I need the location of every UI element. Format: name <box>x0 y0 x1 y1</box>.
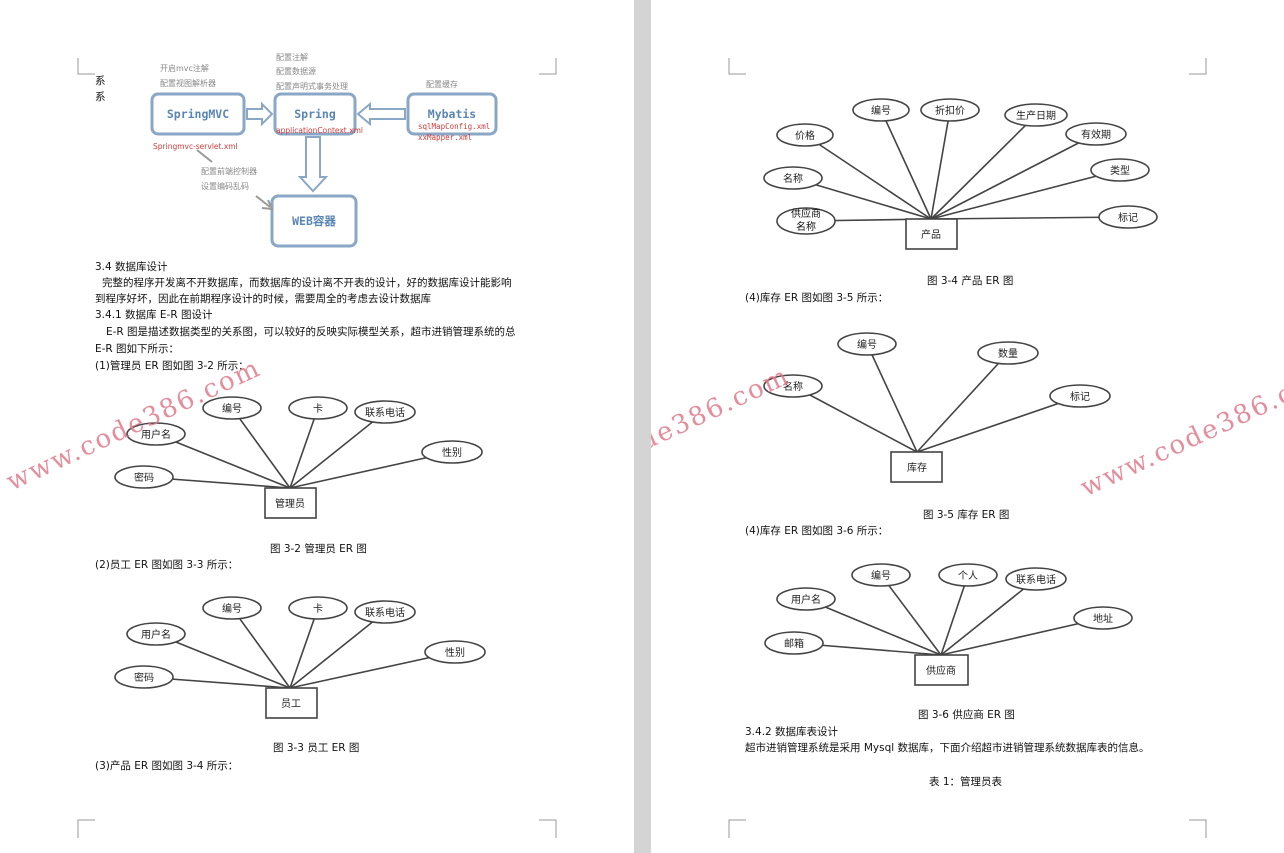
vertical-char: 系 <box>95 75 106 87</box>
attribute-label: 联系电话 <box>1016 573 1056 586</box>
spring-note: 配置数据源 <box>276 66 316 76</box>
web-container-box <box>270 194 358 248</box>
attribute-label: 卡 <box>313 602 323 615</box>
list-item: (3)产品 ER 图如图 3-4 所示： <box>95 760 239 772</box>
paragraph-line: E-R 图如下所示： <box>95 343 180 355</box>
er-diagram-staff: 员工 用户名 编号 卡 联系电话 性别 密码 <box>114 596 486 719</box>
attribute-label: 有效期 <box>1081 128 1111 141</box>
entity-label: 库存 <box>907 461 927 474</box>
paragraph-line: E-R 图是描述数据类型的关系图，可以较好的反映实际模型关系，超市进销管理系统的… <box>106 326 516 338</box>
attribute-label: 编号 <box>871 104 891 117</box>
entity-label: 产品 <box>921 228 941 241</box>
mybatis-box <box>406 92 498 136</box>
spring-title: Spring <box>294 107 336 121</box>
web-note: 配置前端控制器 <box>201 166 257 176</box>
attribute-label: 联系电话 <box>365 606 405 619</box>
attribute-label: 生产日期 <box>1016 109 1056 122</box>
web-title: WEB容器 <box>292 214 336 228</box>
list-item: (2)员工 ER 图如图 3-3 所示： <box>95 559 239 571</box>
er-diagram-supplier: 供应商 编号 个人 用户名 联系电话 地址 邮箱 <box>764 563 1133 686</box>
attribute-label: 编号 <box>222 402 242 415</box>
document-page-right: 产品 价格 编号 折扣价 生产日期 有效期 名称 类型 标记 供应商名称 图 3… <box>651 0 1284 853</box>
list-item: (4)库存 ER 图如图 3-5 所示： <box>745 292 889 304</box>
springmvc-box <box>150 92 246 136</box>
springmvc-title: SpringMVC <box>167 107 229 121</box>
attribute-label: 标记 <box>1070 391 1090 403</box>
attribute-label: 用户名 <box>791 593 821 606</box>
attribute-label: 联系电话 <box>365 406 405 419</box>
entity-label: 管理员 <box>275 497 305 510</box>
attribute-label: 类型 <box>1110 164 1130 177</box>
figure-caption: 图 3-3 员工 ER 图 <box>273 742 360 754</box>
figure-caption: 图 3-4 产品 ER 图 <box>927 275 1014 287</box>
spring-note: 配置声明式事务处理 <box>276 81 348 91</box>
attribute-label: 名称 <box>783 172 803 185</box>
attribute-label: 地址 <box>1093 612 1113 625</box>
arrow-left <box>356 101 406 127</box>
springmvc-file: Springmvc-servlet.xml <box>153 142 238 151</box>
web-note: 设置编码乱码 <box>201 181 249 191</box>
paragraph-line: 到程序好坏，因此在前期程序设计的时候，需要周全的考虑去设计数据库 <box>95 293 431 305</box>
attribute-label: 标记 <box>1118 212 1138 224</box>
architecture-diagram: SpringMVC Spring Mybatis WEB容器 Springmvc… <box>150 52 498 248</box>
attribute-label: 个人 <box>958 570 978 582</box>
figure-caption: 图 3-6 供应商 ER 图 <box>918 709 1015 721</box>
attribute-label: 编号 <box>871 569 891 582</box>
vertical-char: 系 <box>95 91 106 103</box>
mybatis-title: Mybatis <box>428 107 476 121</box>
figure-caption: 图 3-2 管理员 ER 图 <box>270 543 367 555</box>
attribute-label: 名称 <box>783 380 803 393</box>
entity-label: 供应商 <box>926 664 956 677</box>
attribute-label: 编号 <box>857 338 877 351</box>
table-caption: 表 1：管理员表 <box>929 776 1003 788</box>
attribute-label: 性别 <box>442 446 462 459</box>
attribute-label: 密码 <box>134 671 154 684</box>
attribute-label: 邮箱 <box>784 637 804 650</box>
attribute-label: 卡 <box>313 402 323 415</box>
paragraph-line: 完整的程序开发离不开数据库，而数据库的设计离不开表的设计，好的数据库设计能影响 <box>102 277 512 289</box>
mybatis-note: 配置缓存 <box>426 79 458 89</box>
attribute-label: 编号 <box>222 602 242 615</box>
list-item: (1)管理员 ER 图如图 3-2 所示： <box>95 360 249 372</box>
section-heading-3-4-1: 3.4.1 数据库 E-R 图设计 <box>95 309 213 321</box>
attribute-label: 数量 <box>998 347 1018 360</box>
page-corner-marks-right <box>728 58 1207 838</box>
springmvc-note: 配置视图解析器 <box>160 78 216 88</box>
arrow-right <box>246 101 274 127</box>
figure-caption: 图 3-5 库存 ER 图 <box>923 509 1010 521</box>
spring-note: 配置注解 <box>276 52 308 62</box>
page-corner-marks-left <box>77 58 557 838</box>
list-item: (4)库存 ER 图如图 3-6 所示： <box>745 525 889 537</box>
er-diagram-product: 产品 价格 编号 折扣价 生产日期 有效期 名称 类型 标记 <box>763 98 1158 250</box>
attribute-label-wrapped: 供应商名称 <box>791 209 821 233</box>
mybatis-file: xxMapper.xml <box>418 133 472 142</box>
er-diagram-stock: 库存 编号 数量 名称 标记 <box>763 332 1111 483</box>
spring-box <box>273 92 357 136</box>
attribute-label: 折扣价 <box>935 104 965 117</box>
paragraph-line: 超市进销管理系统是采用 Mysql 数据库，下面介绍超市进销管理系统数据库表的信… <box>745 742 1150 754</box>
section-heading-3-4: 3.4 数据库设计 <box>95 261 168 273</box>
attribute-label: 性别 <box>445 646 465 659</box>
arrow-down <box>297 136 329 193</box>
spring-file: applicationContext.xml <box>276 126 363 135</box>
attribute-label: 密码 <box>134 471 154 484</box>
er-diagram-admin: 管理员 用户名 编号 卡 联系电话 性别 密码 <box>114 396 483 519</box>
springmvc-note: 开启mvc注解 <box>160 63 209 73</box>
mybatis-file: sqlMapConfig.xml <box>418 122 490 131</box>
section-heading-3-4-2: 3.4.2 数据库表设计 <box>745 726 839 738</box>
document-page-left: 系 系 SpringMVC Spring Mybatis WEB容器 Sprin… <box>0 0 634 853</box>
entity-label: 员工 <box>281 698 301 710</box>
attribute-label: 用户名 <box>141 428 171 441</box>
attribute-label: 用户名 <box>141 628 171 641</box>
attribute-label: 价格 <box>795 129 815 142</box>
